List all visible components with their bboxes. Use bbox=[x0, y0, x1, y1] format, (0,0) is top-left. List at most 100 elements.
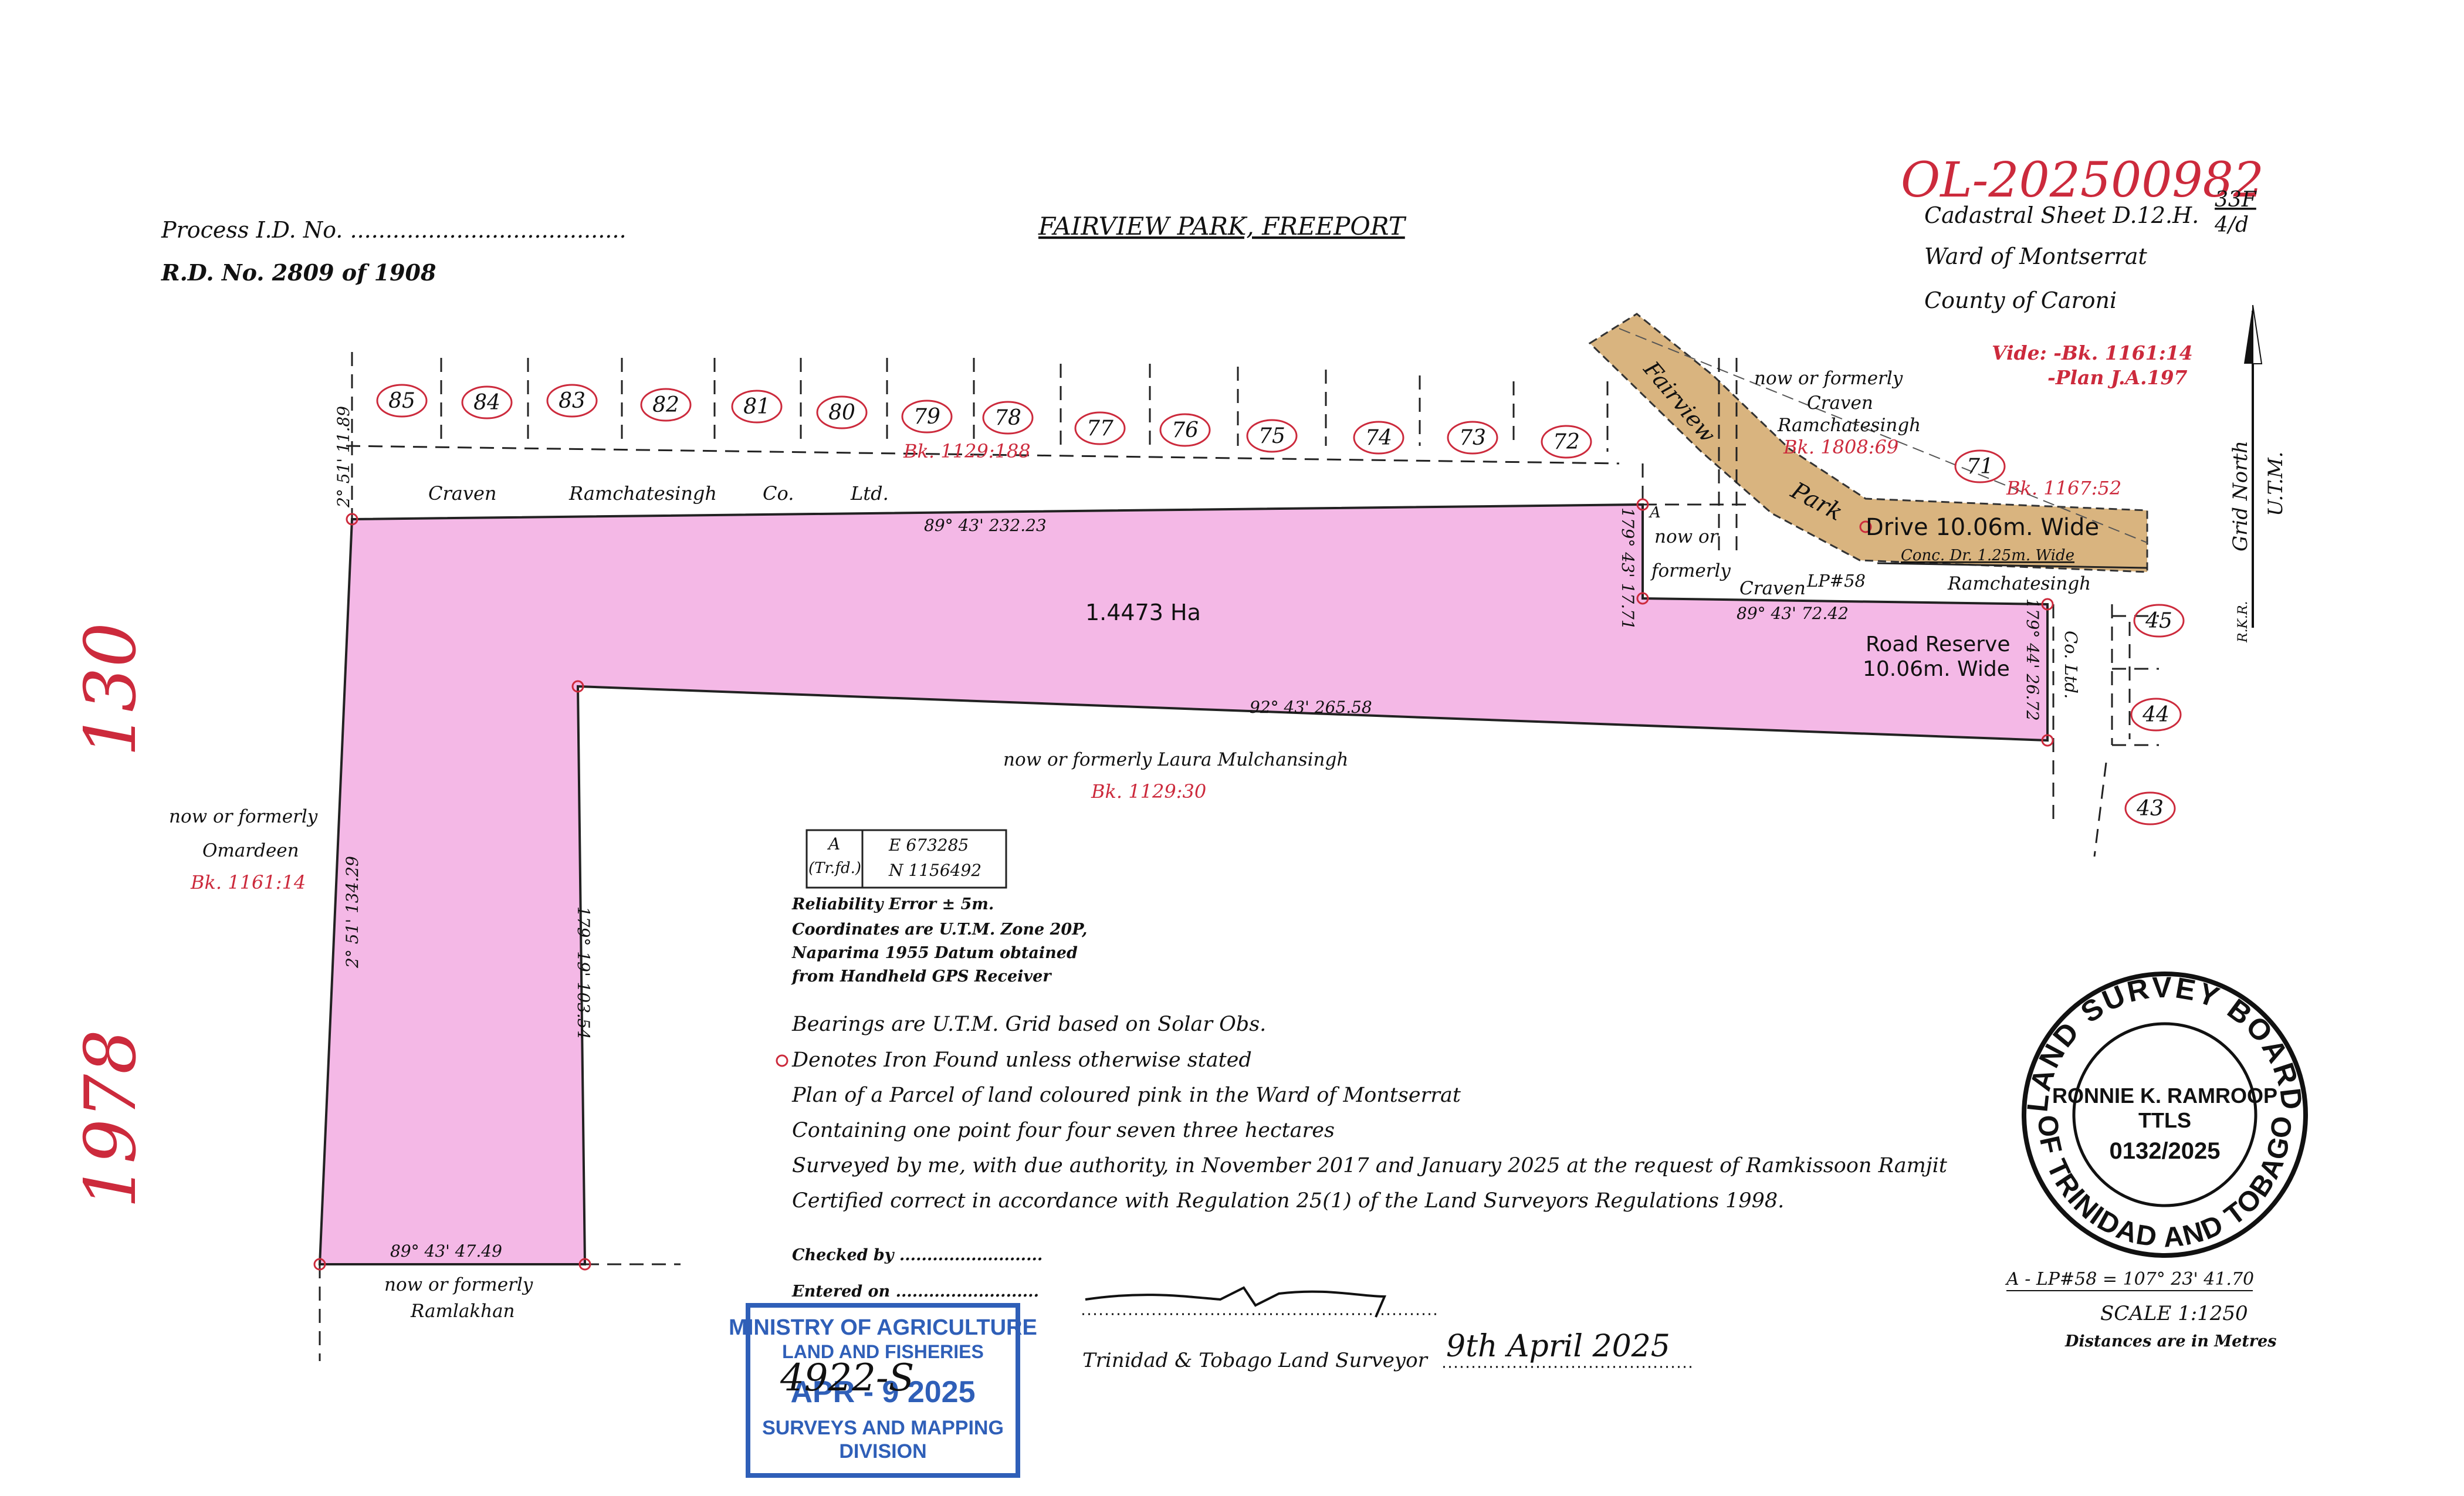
note-small-2: Coordinates are U.T.M. Zone 20P, bbox=[792, 920, 1087, 939]
bk-1808-69: Bk. 1808:69 bbox=[1783, 436, 1898, 458]
conc-drive-line bbox=[1877, 562, 2148, 569]
lp58: LP#58 bbox=[1806, 571, 1866, 591]
bk-1167-52: Bk. 1167:52 bbox=[2006, 477, 2121, 499]
coord-box bbox=[805, 829, 1007, 889]
bearing-inner-vertical: 179° 19' 103.54 bbox=[574, 906, 593, 1040]
road-reserve-2: 10.06m. Wide bbox=[1863, 657, 2010, 681]
rd-no: R.D. No. 2809 of 1908 bbox=[161, 259, 436, 286]
note-3: Plan of a Parcel of land coloured pink i… bbox=[791, 1084, 1461, 1107]
nof-craven-2: Craven bbox=[1807, 392, 1873, 414]
cadastral-sheet: Cadastral Sheet D.12.H. bbox=[1924, 202, 2199, 228]
lot-number: 72 bbox=[1553, 430, 1580, 454]
bk-1129-188: Bk. 1129:188 bbox=[903, 440, 1031, 462]
surveyor-signature bbox=[1085, 1286, 1387, 1318]
scale-label: SCALE 1:1250 bbox=[2100, 1302, 2248, 1325]
ministry-date: APR - 9 2025 bbox=[790, 1375, 975, 1409]
lot-numbers-top: 85 84 83 82 81 80 79 78 77 76 75 74 73 7… bbox=[388, 389, 1580, 454]
craven-short: Craven bbox=[1739, 578, 1806, 599]
lot-number: 80 bbox=[828, 401, 855, 425]
conc-dr: Conc. Dr. 1.25m. Wide bbox=[1901, 547, 2074, 564]
iron-legend-icon bbox=[776, 1054, 788, 1067]
tie-line: A - LP#58 = 107° 23' 41.70 bbox=[2005, 1269, 2254, 1289]
note-1: Bearings are U.T.M. Grid based on Solar … bbox=[791, 1013, 1266, 1036]
stamp-cert: TTLS bbox=[2138, 1108, 2191, 1132]
bk-1161-14: Bk. 1161:14 bbox=[190, 871, 306, 893]
lot-number: 82 bbox=[652, 393, 679, 417]
road-drive: Drive 10.06m. Wide bbox=[1866, 514, 2099, 541]
stamp-number: 0132/2025 bbox=[2109, 1138, 2220, 1164]
ward: Ward of Montserrat bbox=[1924, 243, 2148, 269]
distances-label: Distances are in Metres bbox=[2064, 1332, 2276, 1351]
lot-number: 73 bbox=[1459, 426, 1486, 450]
lot-boundaries-top bbox=[319, 352, 2159, 1361]
lot-number: 74 bbox=[1365, 426, 1392, 450]
bk-1129-30: Bk. 1129:30 bbox=[1091, 780, 1206, 803]
road-reserve-1: Road Reserve bbox=[1866, 632, 2010, 656]
utm-label: U.T.M. bbox=[2264, 452, 2287, 516]
nof-craven-3: Ramchatesingh bbox=[1777, 415, 1921, 436]
ministry-line1: MINISTRY OF AGRICULTURE bbox=[729, 1315, 1037, 1340]
bearing-east-short: 179° 43' 17.71 bbox=[1618, 507, 1637, 630]
margin-note-1978: 1978 bbox=[70, 1030, 152, 1209]
nof-laura: now or formerly Laura Mulchansingh bbox=[1003, 749, 1348, 770]
lot-number: 84 bbox=[473, 391, 500, 415]
coord-point: A bbox=[827, 834, 840, 854]
lot-number: 44 bbox=[2142, 703, 2169, 727]
margin-note-130: 130 bbox=[70, 622, 152, 757]
ministry-line2: LAND AND FISHERIES bbox=[782, 1341, 984, 1362]
lot-ovals-top bbox=[376, 384, 2185, 825]
land-survey-board-stamp: LAND SURVEY BOARD OF TRINIDAD AND TOBAGO… bbox=[2021, 971, 2308, 1258]
surveyor-line: Trinidad & Tobago Land Surveyor bbox=[1082, 1349, 1429, 1372]
note-small-1: Reliability Error ± 5m. bbox=[791, 895, 994, 913]
ministry-stamp: MINISTRY OF AGRICULTURE LAND AND FISHERI… bbox=[729, 1303, 1037, 1478]
note-4: Containing one point four four seven thr… bbox=[792, 1119, 1335, 1142]
lot-number: 79 bbox=[913, 405, 940, 429]
point-a-label: A bbox=[1649, 504, 1661, 522]
page-title: FAIRVIEW PARK, FREEPORT bbox=[1038, 212, 1407, 241]
bearing-south-line: 89° 43' 47.49 bbox=[390, 1241, 502, 1261]
vide-1: Vide: -Bk. 1161:14 bbox=[1992, 341, 2193, 364]
sheet-fraction-bottom: 4/d bbox=[2214, 213, 2249, 237]
lot-number: 85 bbox=[388, 389, 415, 413]
lot-number: 78 bbox=[994, 406, 1021, 430]
road-centerline bbox=[1619, 328, 2148, 543]
nof-omardeen-1: now or formerly bbox=[169, 806, 318, 827]
coord-northing: N 1156492 bbox=[888, 861, 981, 880]
north-owner-1: Craven bbox=[428, 482, 496, 505]
lot-number: 81 bbox=[743, 395, 770, 419]
lot-number: 83 bbox=[559, 389, 585, 413]
north-owner-4: Ltd. bbox=[850, 482, 889, 505]
nof-short-1: now or bbox=[1654, 526, 1720, 547]
rkr-label: R.K.R. bbox=[2236, 601, 2250, 643]
co-ltd: Co. Ltd. bbox=[2061, 631, 2081, 699]
signature-date: 9th April 2025 bbox=[1446, 1329, 1670, 1364]
north-owner-2: Ramchatesingh bbox=[568, 482, 717, 505]
coord-trfd: (Tr.fd.) bbox=[808, 859, 861, 877]
north-arrow-icon bbox=[2244, 304, 2263, 628]
vide-2: -Plan J.A.197 bbox=[2047, 366, 2187, 389]
note-small-4: from Handheld GPS Receiver bbox=[791, 967, 1052, 986]
bearing-east-right: 179° 44' 26.72 bbox=[2023, 598, 2042, 721]
bearing-top-left: 2° 51' 11.89 bbox=[334, 406, 353, 508]
iron-markers bbox=[313, 498, 2054, 1271]
road-fairview-park-drive bbox=[1588, 313, 2148, 573]
lot-number: 77 bbox=[1087, 417, 1113, 441]
checked-by: Checked by .......................... bbox=[792, 1246, 1043, 1264]
bearing-craven-line: 89° 43' 72.42 bbox=[1737, 604, 1849, 623]
north-owner-3: Co. bbox=[763, 482, 794, 505]
county: County of Caroni bbox=[1924, 287, 2117, 313]
note-5: Surveyed by me, with due authority, in N… bbox=[792, 1154, 1948, 1177]
lot-number: 75 bbox=[1258, 424, 1285, 448]
nof-ramlakhan-2: Ramlakhan bbox=[410, 1301, 515, 1322]
note-small-3: Naparima 1955 Datum obtained bbox=[791, 944, 1078, 962]
bearing-west-line: 2° 51' 134.29 bbox=[343, 856, 362, 969]
stamp-ring-bottom: OF TRINIDAD AND TOBAGO bbox=[2032, 1114, 2297, 1253]
bearing-inner-line: 92° 43' 265.58 bbox=[1250, 698, 1372, 717]
lot-numbers-right: 71 45 44 43 bbox=[1967, 455, 2172, 821]
entered-on: Entered on .......................... bbox=[791, 1282, 1039, 1301]
stamp-name: RONNIE K. RAMROOP bbox=[2052, 1084, 2277, 1108]
note-6: Certified correct in accordance with Reg… bbox=[792, 1189, 1784, 1213]
ramchatesingh-short: Ramchatesingh bbox=[1947, 573, 2091, 594]
ministry-line5: DIVISION bbox=[839, 1440, 926, 1463]
nof-omardeen-2: Omardeen bbox=[202, 840, 299, 861]
